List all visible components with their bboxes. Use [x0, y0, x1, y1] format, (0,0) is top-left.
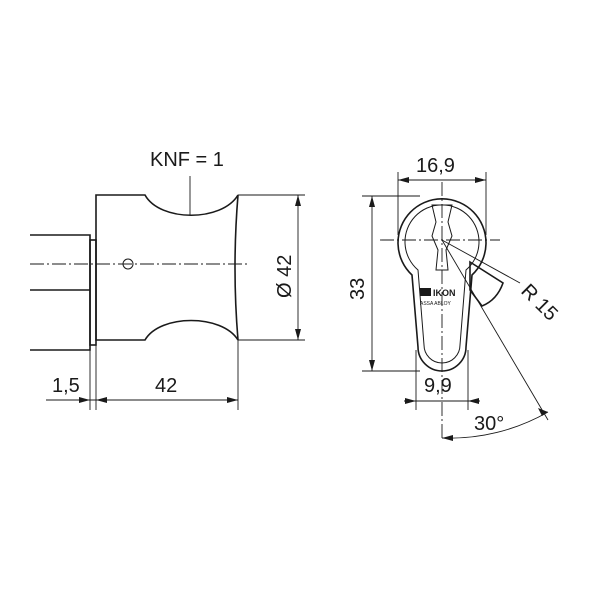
knob-side-view [30, 176, 248, 351]
length-dimensions [46, 340, 239, 410]
len-15-label: 1,5 [52, 375, 80, 397]
profile-inner [404, 204, 480, 364]
svg-text:ASSA ABLOY: ASSA ABLOY [420, 301, 452, 307]
width-169-dimension [397, 172, 487, 235]
diameter-dimension [238, 194, 305, 341]
width-99-dimension [404, 350, 480, 410]
cylinder-body-outline [30, 234, 91, 351]
cylinder-front-view [380, 182, 549, 441]
flange [89, 239, 97, 346]
diameter-label: Ø 42 [274, 255, 296, 298]
height-33-label: 33 [347, 278, 369, 300]
radius-label: R 15 [516, 280, 561, 325]
angle-label: 30° [474, 413, 504, 435]
keyway [431, 204, 453, 271]
angle-arc [441, 411, 549, 439]
knob-outline [95, 194, 239, 341]
width-99-label: 9,9 [424, 375, 452, 397]
height-33-dimension [362, 195, 420, 372]
radius-leader [441, 239, 521, 284]
profile-outer [397, 198, 487, 372]
knf-label: KNF = 1 [150, 149, 224, 171]
svg-text:IKON: IKON [433, 288, 456, 298]
len-42-label: 42 [155, 375, 177, 397]
cam [469, 260, 504, 307]
ikon-logo: IKON ASSA ABLOY [420, 288, 456, 307]
angle-line [441, 239, 549, 421]
width-169-label: 16,9 [416, 155, 455, 177]
